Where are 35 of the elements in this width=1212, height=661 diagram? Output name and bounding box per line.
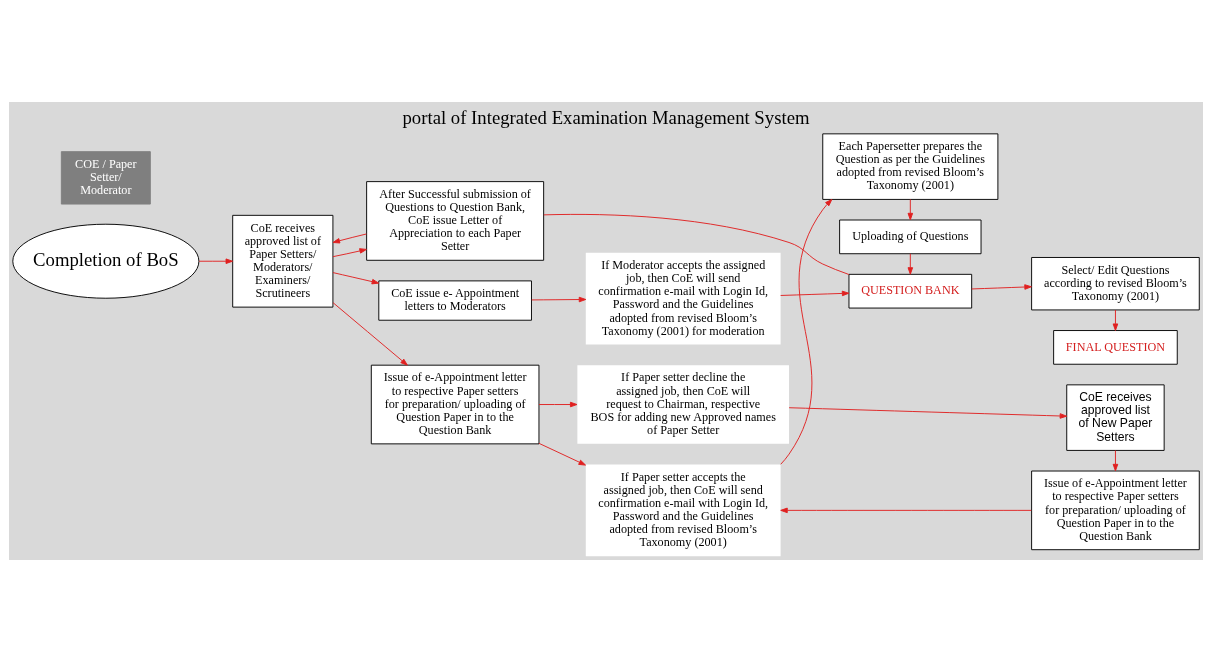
- arrow: [332, 301, 408, 366]
- node-box: QUESTION BANK: [848, 273, 973, 309]
- node-box: After Successful submission of Questions to Question Bank, CoE issue Letter of Appreciation to each Paper Setter: [366, 180, 545, 261]
- node-box: COE / Paper Setter/ Moderator: [60, 150, 151, 205]
- arrow: [538, 442, 586, 466]
- node-box: Issue of e-Appointment letter to respective Paper setters for preparation/ uploading of Question Paper in to the Question Bank: [370, 364, 540, 444]
- arrow: [198, 257, 234, 264]
- arrow: [332, 233, 367, 243]
- node-box: CoE issue e- Appointment letters to Moderators: [378, 279, 532, 321]
- node-box: CoE receives approved list of New Paper Setters: [1066, 383, 1165, 451]
- arrow: [538, 401, 578, 407]
- node-box: If Paper setter accepts the assigned job, then CoE will send confirmation e-mail with Login Id, Password and the Guidelines adopted from revised Bloom’s Taxonomy (2001): [585, 463, 781, 556]
- node-box: Uploading of Questions: [839, 219, 982, 254]
- arrow: [788, 406, 1068, 419]
- node-ellipse: Completion of BoS: [12, 223, 200, 299]
- node-box: Issue of e-Appointment letter to respective Paper setters for preparation/ uploading of Question Paper in to the Question Bank: [1031, 470, 1200, 550]
- arrow: [780, 198, 833, 465]
- node-box: Select/ Edit Questions according to revised Bloom’s Taxonomy (2001): [1031, 256, 1200, 310]
- arrow: [332, 271, 380, 284]
- diagram-title: portal of Integrated Examination Management System: [402, 106, 810, 128]
- arrow: [1112, 449, 1119, 471]
- node-box: Each Papersetter prepares the Question as per the Guidelines adopted from revised Bloom’s Taxonomy (2001): [822, 132, 999, 200]
- node-box: If Paper setter decline the assigned job, then CoE will request to Chairman, respective BOS for adding new Approved names of Paper Setter: [577, 364, 790, 444]
- arrow: [907, 252, 914, 275]
- arrow: [907, 198, 914, 220]
- arrow: [780, 290, 850, 296]
- node-box: FINAL QUESTION: [1053, 329, 1178, 365]
- arrow: [332, 247, 367, 257]
- connector: [543, 213, 850, 275]
- node-box: CoE receives approved list of Paper Setters/ Moderators/ Examiners/ Scrutineers: [232, 214, 334, 308]
- arrow: [780, 507, 1032, 513]
- node-box: If Moderator accepts the assigned job, then CoE will send confirmation e-mail with Login Id, Password and the Guidelines adopted from revised Bloom’s Taxonomy (2001) for moderation: [585, 252, 781, 345]
- arrow: [1112, 309, 1119, 331]
- arrow: [531, 296, 587, 302]
- arrow: [971, 283, 1032, 290]
